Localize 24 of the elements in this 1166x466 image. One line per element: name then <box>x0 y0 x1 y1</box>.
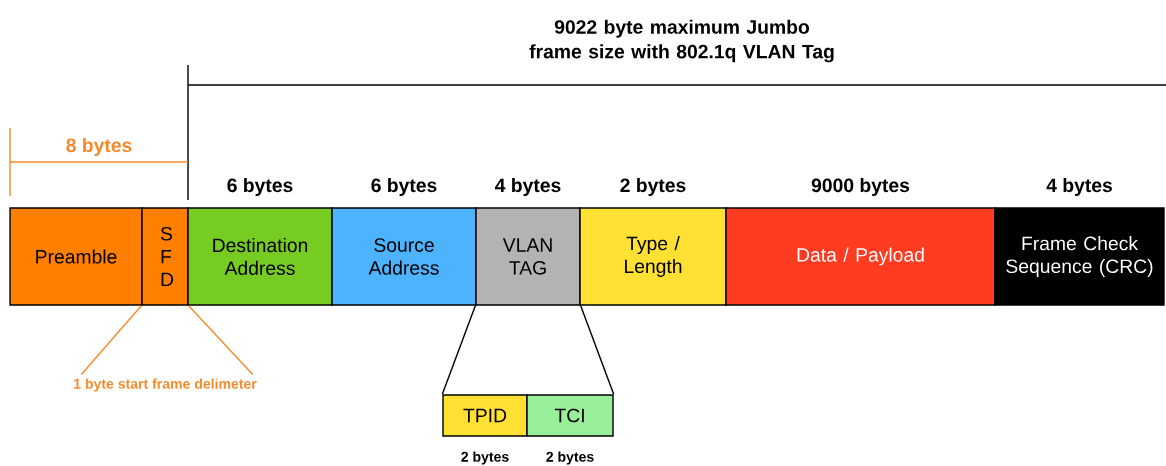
callout-text: 1 byte start frame delimeter <box>74 378 257 392</box>
size-label: 2 bytes <box>461 451 509 465</box>
dimension-label: 8 bytes <box>66 138 132 156</box>
size-label: 2 bytes <box>546 451 594 465</box>
field-box: S F D <box>141 207 189 306</box>
field-box: VLAN TAG <box>475 207 581 306</box>
size-label: 9000 bytes <box>811 178 910 196</box>
leader-line <box>188 305 254 376</box>
field-box: TCI <box>526 394 614 437</box>
size-label: 2 bytes <box>620 178 686 196</box>
connector-line <box>441 305 477 395</box>
field-box: Type / Length <box>579 207 727 306</box>
size-label: 4 bytes <box>1046 178 1112 196</box>
field-box: Data / Payload <box>725 207 996 306</box>
field-box: Destination Address <box>187 207 333 306</box>
connector-line <box>580 305 615 395</box>
heading: 9022 byte maximum Jumbo frame size with 802.1q VLAN Tag <box>529 19 834 63</box>
size-label: 6 bytes <box>227 178 293 196</box>
size-label: 4 bytes <box>495 178 561 196</box>
field-box: Source Address <box>331 207 477 306</box>
leader-line <box>80 305 143 376</box>
field-box: TPID <box>442 394 528 437</box>
size-label: 6 bytes <box>371 178 437 196</box>
field-box: Frame Check Sequence (CRC) <box>994 207 1165 306</box>
